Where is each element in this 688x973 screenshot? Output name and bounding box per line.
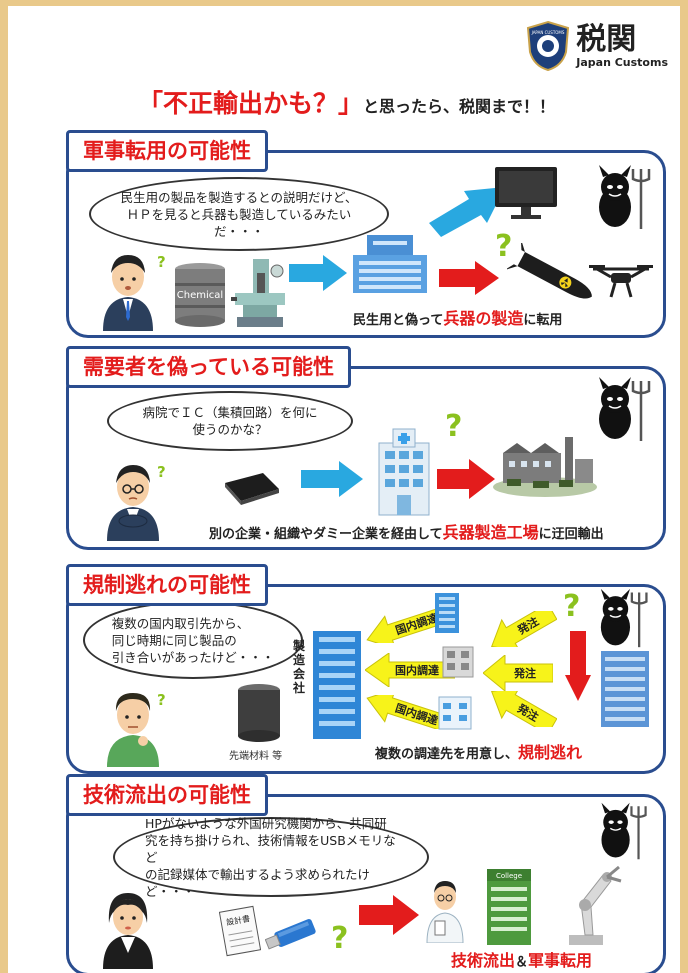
bubble-line: 使うのかな？ [192,422,268,437]
bubble-line: 病院でＩＣ（集積回路）を何に [142,405,318,420]
order-label: 発注 [513,666,536,680]
logo-english: Japan Customs [576,55,668,69]
bubble-line: 引き合いがあったけど・・・ [111,649,275,665]
bubble-line: 同じ時期に同じ製品の [111,632,237,648]
section-3-caption: 複数の調達先を用意し、規制逃れ [375,743,583,762]
question-mark: ? [445,409,463,444]
devil-icon [601,802,647,860]
section-4-bubble: HPがないような外国研究機関から、共同研 究を持ち掛けられ、技術情報をUSBメモ… [113,815,429,899]
section-1-bubble: 民生用の製品を製造するとの説明だけど、 ＨＰを見ると兵器も製造しているみたいだ・… [89,177,389,251]
manufacturer-building-icon [313,631,361,739]
blue-arrow-icon [301,461,363,497]
section-2-caption: 別の企業・組織やダミー企業を経由して兵器製造工場に迂回輸出 [209,523,604,542]
missile-icon [507,243,592,299]
material-label: 先端材料 等 [229,751,283,762]
section-3-title: 規制逃れの可能性 [66,564,268,606]
slogan: 「不正輸出かも？」と思ったら、税関まで！！ [138,84,555,120]
customs-emblem-icon: JAPAN CUSTOMS [527,20,570,72]
red-arrow-icon [439,261,499,295]
question-mark-small: ? [157,691,166,709]
slogan-rest: と思ったら、税関まで！！ [363,97,556,116]
machine-tool-icon [231,259,285,327]
document-label: 設計書 [225,913,250,927]
domestic-label: 国内調達 [394,701,440,728]
monitor-icon [495,167,557,219]
devil-icon [599,377,651,441]
section-3-panel: 複数の国内取引先から、 同じ時期に同じ製品の 引き合いがあったけど・・・ ? 先… [66,584,666,774]
section-1-panel: 民生用の製品を製造するとの説明だけど、 ＨＰを見ると兵器も製造しているみたいだ・… [66,150,666,338]
devil-icon [599,165,651,229]
customs-logo: JAPAN CUSTOMS 税関 Japan Customs [526,20,668,72]
section-2-title: 需要者を偽っている可能性 [66,346,351,388]
devil-icon [600,588,648,648]
blue-arrow-up-icon [429,187,505,237]
college-building-icon: College [487,869,531,945]
businessman-icon [103,255,153,331]
section-3-bubble: 複数の国内取引先から、 同じ時期に同じ製品の 引き合いがあったけど・・・ [83,601,303,679]
weapons-factory-icon [493,437,597,497]
question-mark: ? [495,229,513,264]
question-mark-small: ? [157,463,166,481]
office-building-icon [435,593,459,633]
domestic-arrow-2: 国内調達 [365,653,455,687]
blue-arrow-icon [289,255,347,291]
section-4-caption: 技術流出＆軍事転用 [451,951,593,970]
order-arrow-3: 発注 [491,691,557,727]
caption-highlight: 規制逃れ [518,743,583,762]
researcher-icon [426,881,464,943]
emblem-text: JAPAN CUSTOMS [531,30,565,35]
section-4-panel: HPがないような外国研究機関から、共同研 究を持ち掛けられ、技術情報をUSBメモ… [66,794,666,973]
question-mark: ? [331,921,349,956]
caption-highlight: 兵器製造工場 [442,523,539,542]
ic-chip-icon [225,473,279,505]
section-4-title: 技術流出の可能性 [66,774,268,816]
design-document-icon: 設計書 [219,905,261,957]
customs-poster: JAPAN CUSTOMS 税関 Japan Customs 「不正輸出かも？」… [8,6,680,973]
section-2-panel: 病院でＩＣ（集積回路）を何に 使うのかな？ ? [66,366,666,550]
businesswoman-icon [103,893,153,969]
domestic-arrow-3: 国内調達 [366,695,455,729]
office-building-icon [438,696,472,730]
caption-highlight: 技術流出 [451,951,516,970]
drum-label: Chemical [177,290,223,301]
college-label: College [496,872,522,880]
maker-label: 製造会社 [293,639,306,695]
bubble-line: の記録媒体で輸出するよう求められたけど・・・ [145,866,371,899]
red-arrow-icon [437,459,495,499]
red-arrow-icon [359,895,419,935]
domestic-label: 国内調達 [395,663,439,677]
bubble-line: 民生用の製品を製造するとの説明だけど、 [120,189,358,205]
chemical-drum-icon: Chemical [175,263,225,327]
question-mark-small: ? [157,253,166,271]
bubble-line: HPがないような外国研究機関から、共同研 [145,815,387,831]
caption-highlight-2: 軍事転用 [528,951,593,970]
section-1-title: 軍事転用の可能性 [66,130,268,172]
office-building-icon [442,646,474,678]
factory-building-icon [353,235,427,293]
slogan-highlight: 「不正輸出かも？」 [138,89,364,118]
bubble-line: ＨＰを見ると兵器も製造しているみたいだ・・・ [126,206,352,239]
usb-memory-icon [265,918,316,950]
thinking-man-icon [107,693,159,767]
bubble-line: 究を持ち掛けられ、技術情報をUSBメモリなど [145,832,396,865]
question-mark: ? [563,589,581,624]
robot-arm-icon [569,865,622,945]
logo-kanji: 税関 [576,21,637,57]
drone-icon [589,265,653,298]
office-building-icon [601,651,649,727]
worried-man-icon [107,465,159,541]
bubble-line: 複数の国内取引先から、 [111,615,250,631]
caption-highlight: 兵器の製造 [443,309,524,328]
material-cylinder-icon [238,684,280,742]
order-arrow-1: 発注 [491,611,557,647]
hospital-icon [378,428,430,516]
red-arrow-down-icon [565,631,591,701]
order-arrow-2: 発注 [483,655,553,691]
section-1-caption: 民生用と偽って兵器の製造に転用 [353,309,563,328]
section-2-bubble: 病院でＩＣ（集積回路）を何に 使うのかな？ [107,391,353,451]
